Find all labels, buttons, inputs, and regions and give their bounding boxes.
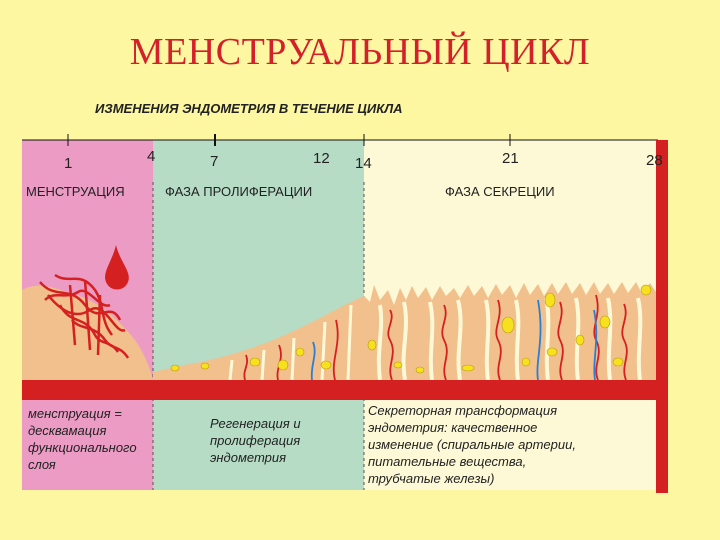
shed-tissue [22,285,153,380]
blood-drop-icon [105,245,129,290]
phase-label-proliferation: ФАЗА ПРОЛИФЕРАЦИИ [165,184,313,199]
phase-label-menstruation: МЕНСТРУАЦИЯ [26,184,125,199]
day-label-21: 21 [502,150,519,167]
day-label-28: 28 [646,152,663,169]
secretion-gland-cells [367,284,652,374]
description-line: менструация = [28,406,122,421]
description-line: эндометрия [210,450,287,465]
day-label-4: 4 [147,148,156,165]
proliferation-glands [228,304,353,381]
description-secretion: Секреторная трансформация эндометрия: ка… [368,402,652,487]
description-line: пролиферация [210,433,301,448]
basal-layer-band [22,380,658,400]
proliferation-gland-cells [170,347,332,372]
diagram-subtitle: ИЗМЕНЕНИЯ ЭНДОМЕТРИЯ В ТЕЧЕНИЕ ЦИКЛА [95,101,403,116]
phase-label-secretion: ФАЗА СЕКРЕЦИИ [445,184,555,199]
description-line: Секреторная трансформация [368,403,558,418]
secretion-veins [536,299,598,381]
proliferation-vein [310,341,316,381]
spiral-vessels-mesh [39,273,130,359]
description-proliferation: Регенерация и пролиферация эндометрия [210,415,360,466]
day-label-1: 1 [64,155,73,172]
proliferation-tissue [153,296,364,380]
cycle-end-bar [656,140,668,493]
day-label-14: 14 [355,155,372,172]
description-line: трубчатые железы) [368,471,495,486]
description-line: функционального [28,440,137,455]
description-line: Регенерация и [210,416,301,431]
page-title: МЕНСТРУАЛЬНЫЙ ЦИКЛ [129,31,591,73]
description-line: десквамация [28,423,107,438]
description-line: слоя [28,457,56,472]
description-line: питательные вещества, [368,454,527,469]
description-line: эндометрия: качественное [368,420,538,435]
description-line: изменение (спиральные артерии, [368,437,576,452]
description-menstruation: менструация = десквамация функциональног… [28,405,152,473]
day-label-7: 7 [210,153,219,170]
day-label-12: 12 [313,150,330,167]
